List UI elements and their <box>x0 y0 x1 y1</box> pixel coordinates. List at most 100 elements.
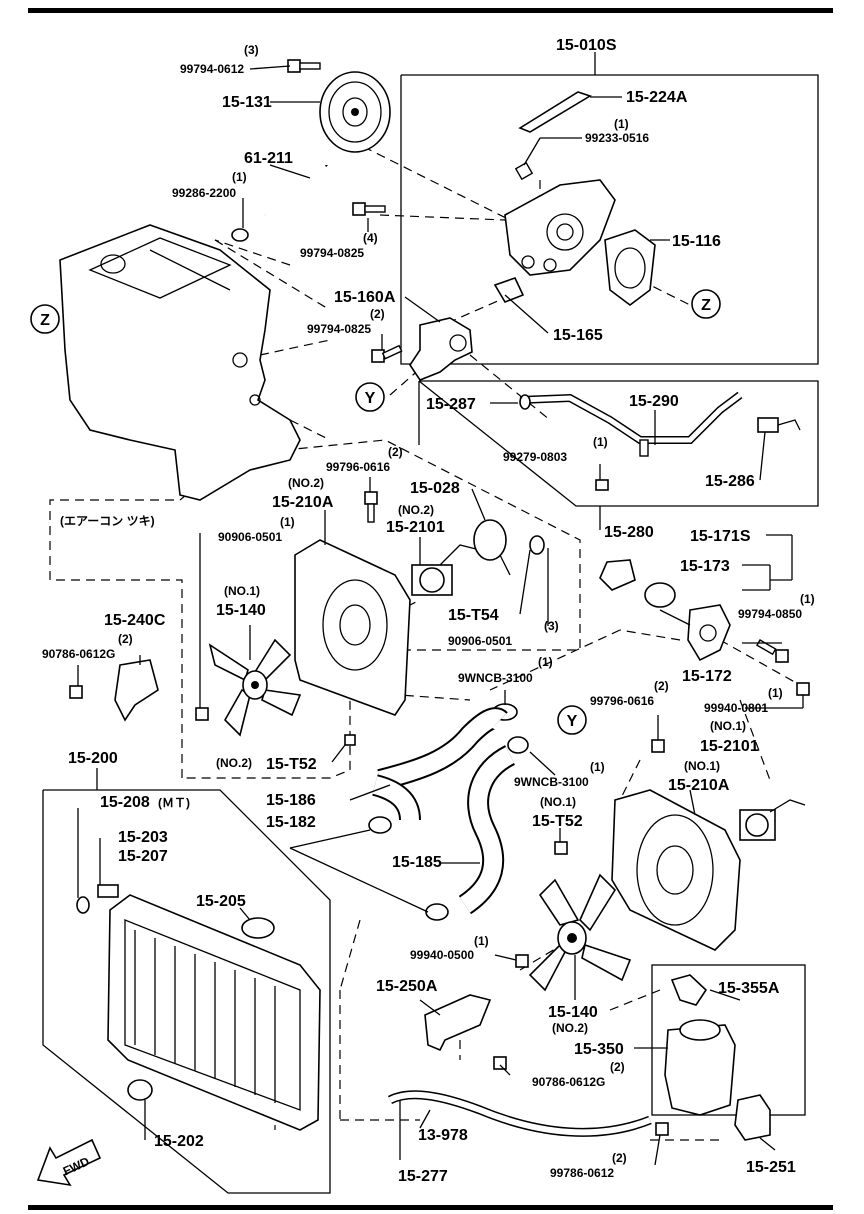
label-qty-9WNCB-3100a: (1) <box>538 655 553 669</box>
label-9WNCB-3100b: 9WNCB-3100 <box>514 775 589 789</box>
reservoir-15-350 <box>664 1019 736 1116</box>
bolt-90786-0612G-a <box>69 685 83 699</box>
label-99794-0850: 99794-0850 <box>738 607 802 621</box>
clamp-15-182-b <box>425 903 449 921</box>
label-15-251: 15-251 <box>746 1159 796 1176</box>
pipe-15-290 <box>519 391 743 457</box>
label-15-173: 15-173 <box>680 558 730 575</box>
label-15-277: 15-277 <box>398 1168 448 1185</box>
box-radiator <box>42 768 331 1194</box>
label-15-160A: 15-160A <box>334 289 396 306</box>
label-15-2101-b: 15-2101 <box>700 738 759 755</box>
fan-shroud-no2 <box>294 539 411 716</box>
hose-15-277 <box>387 1090 652 1137</box>
bracket-15-251 <box>734 1094 771 1141</box>
label-99794-0612: 99794-0612 <box>180 62 244 76</box>
ref-z-left: Z <box>40 312 50 329</box>
bracket-15-240C <box>114 659 159 722</box>
label-15-203: 15-203 <box>118 829 168 846</box>
label-no2-d: (NO.2) <box>552 1021 588 1035</box>
nut-99940-0500 <box>515 954 529 968</box>
ref-y-lower: Y <box>567 713 578 730</box>
label-15-T52-a: 15-T52 <box>266 756 317 773</box>
label-qty-99279-0803: (1) <box>593 435 608 449</box>
label-15-165: 15-165 <box>553 327 603 344</box>
relay-15-028 <box>473 519 507 561</box>
label-qty-99940-0801: (1) <box>768 686 783 700</box>
hose-61-211 <box>262 158 335 220</box>
box-reservoir <box>651 964 806 1116</box>
label-15-208: 15-208 <box>100 794 150 811</box>
label-qty-99786-0612: (2) <box>612 1151 627 1165</box>
bolt-99794-0825-a <box>352 202 386 216</box>
label-15-200: 15-200 <box>68 750 118 767</box>
clamp-15-182-a <box>368 816 392 834</box>
label-15-210A-a: 15-210A <box>272 494 334 511</box>
reference-circle-z-icon: Z Z <box>30 289 721 334</box>
label-qty-99794-0612: (3) <box>244 43 259 57</box>
label-99796-0616b: 99796-0616 <box>590 694 654 708</box>
label-15-140-b: 15-140 <box>548 1004 598 1021</box>
label-qty-90906-0501b: (3) <box>544 619 559 633</box>
label-qty-90786-0612G-a: (2) <box>118 632 133 646</box>
label-15-186: 15-186 <box>266 792 316 809</box>
plug-15-203 <box>76 896 90 914</box>
label-qty-9WNCB-3100b: (1) <box>590 760 605 774</box>
label-15-280: 15-280 <box>604 524 654 541</box>
bolt-15-T52-no1 <box>554 841 568 855</box>
label-15-350: 15-350 <box>574 1041 624 1058</box>
label-15-290: 15-290 <box>629 393 679 410</box>
plug-15-207 <box>97 884 119 898</box>
fan-shroud-no1 <box>611 789 741 951</box>
label-99786-0612: 99786-0612 <box>550 1166 614 1180</box>
label-15-028: 15-028 <box>410 480 460 497</box>
label-qty-99796-0616a: (2) <box>388 445 403 459</box>
gasket-15-224A <box>518 91 592 133</box>
bracket-15-250A <box>424 994 492 1052</box>
label-qty-99940-0500: (1) <box>474 934 489 948</box>
label-15-210A-b: 15-210A <box>668 777 730 794</box>
label-no1-d: (NO.1) <box>540 795 576 809</box>
label-15-208-note: (ＭＴ) <box>158 796 190 810</box>
top-rule <box>28 8 833 13</box>
label-15-224A: 15-224A <box>626 89 688 106</box>
sensor-15-286 <box>757 417 801 433</box>
radiator <box>107 894 321 1131</box>
label-qty-99233-0516: (1) <box>614 117 629 131</box>
housing-15-160A <box>409 317 473 381</box>
label-qty-90786-0612G-b: (2) <box>610 1060 625 1074</box>
label-99233-0516: 99233-0516 <box>585 131 649 145</box>
leader-lines <box>77 65 804 1166</box>
label-qty-99794-0850: (1) <box>800 592 815 606</box>
label-15-355A: 15-355A <box>718 980 780 997</box>
cap-15-355A <box>670 974 708 1006</box>
pin-99233-0516 <box>514 161 534 181</box>
label-15-240C: 15-240C <box>104 612 166 629</box>
label-qty-99286-2200: (1) <box>232 170 247 184</box>
bottom-rule <box>28 1205 833 1210</box>
bolt-99786-0612 <box>655 1122 669 1136</box>
clamp-99286-2200 <box>231 228 249 242</box>
label-15-205: 15-205 <box>196 893 246 910</box>
nut-90906-0501a <box>195 707 209 721</box>
label-99279-0803: 99279-0803 <box>503 450 567 464</box>
label-15-287: 15-287 <box>426 396 476 413</box>
label-99940-0500: 99940-0500 <box>410 948 474 962</box>
label-90786-0612G-a: 90786-0612G <box>42 647 115 661</box>
box-aircon-fan <box>49 439 581 779</box>
nut-90906-0501b <box>529 535 545 555</box>
thermostat-15-173 <box>644 582 676 608</box>
cushion-15-202 <box>127 1079 153 1101</box>
fan-15-140-no1 <box>208 638 302 737</box>
label-9WNCB-3100a: 9WNCB-3100 <box>458 671 533 685</box>
label-15-171S: 15-171S <box>690 528 751 545</box>
part-labels: 15-010S (3) 99794-0612 15-224A 15-131 (1… <box>42 37 815 1185</box>
label-no2-c: (NO.2) <box>216 756 252 770</box>
label-aircon: (エアーコン ツキ) <box>60 514 155 528</box>
hose-15-185 <box>458 745 516 915</box>
label-13-978: 13-978 <box>418 1127 468 1144</box>
ref-z-right: Z <box>701 297 711 314</box>
gasket-15-165 <box>493 277 525 303</box>
cover-15-172 <box>687 604 731 662</box>
